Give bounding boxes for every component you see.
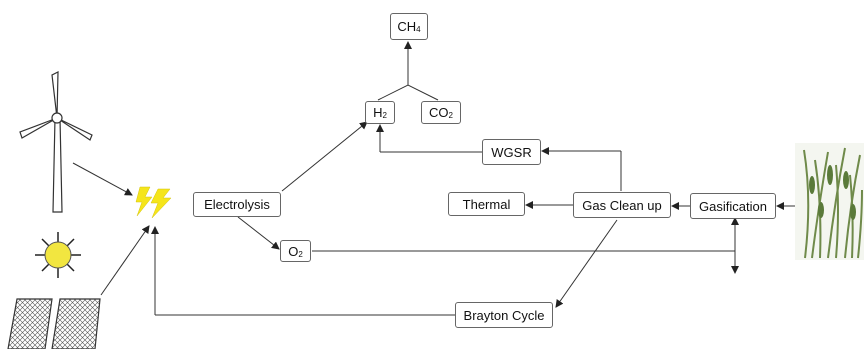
electrolysis-label: Electrolysis xyxy=(204,197,270,212)
gas-clean-up-label: Gas Clean up xyxy=(582,197,662,213)
co2-subscript: 2 xyxy=(448,111,453,120)
gas-clean-up-node: Gas Clean up xyxy=(573,192,671,218)
co2-label: CO xyxy=(429,105,449,120)
thermal-node: Thermal xyxy=(448,192,525,216)
electrolysis-node: Electrolysis xyxy=(193,192,281,217)
brayton-cycle-node: Brayton Cycle xyxy=(455,302,553,328)
wind-turbine-icon xyxy=(19,71,93,213)
wgsr-label: WGSR xyxy=(491,144,532,160)
o2-subscript: 2 xyxy=(298,249,303,259)
lightning-icon xyxy=(135,186,172,219)
ch4-subscript: 4 xyxy=(416,25,421,34)
wgsr-node: WGSR xyxy=(482,139,541,165)
gasification-label: Gasification xyxy=(699,198,767,214)
gasification-node: Gasification xyxy=(690,193,776,219)
o2-label: O xyxy=(288,243,299,259)
h2-label: H xyxy=(373,105,383,120)
sun-icon xyxy=(35,232,81,278)
ch4-label: CH xyxy=(397,19,417,34)
solar-panel-icon xyxy=(7,298,101,349)
thermal-label: Thermal xyxy=(462,196,511,212)
brayton-cycle-label: Brayton Cycle xyxy=(463,307,545,323)
h2-subscript: 2 xyxy=(382,111,387,120)
biomass-grass-icon xyxy=(795,143,864,260)
